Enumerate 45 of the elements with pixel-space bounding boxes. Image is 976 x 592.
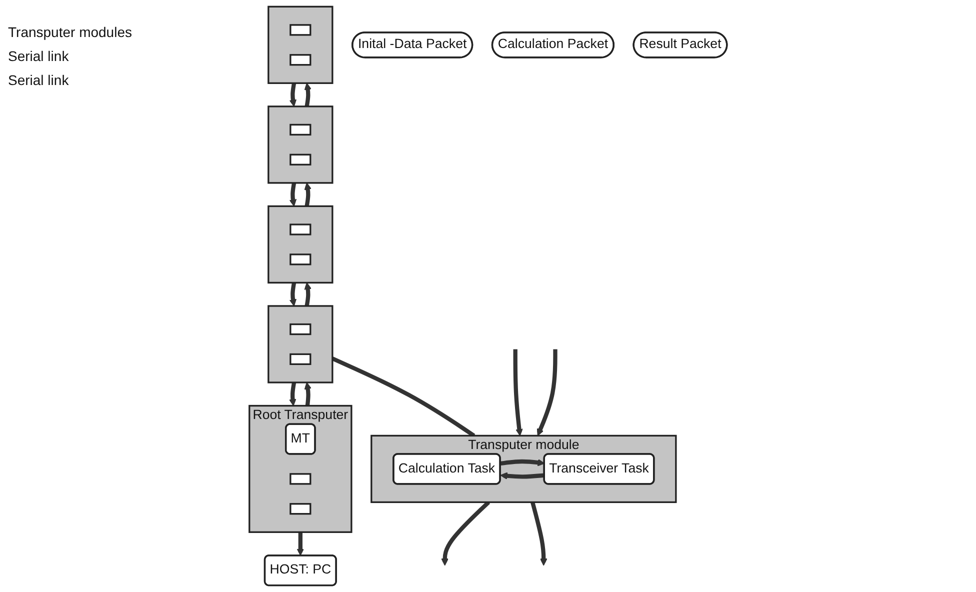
- node-label: Inital -Data Packet: [358, 37, 467, 52]
- arrow: [288, 382, 296, 406]
- module-box: [289, 353, 312, 366]
- node-label: HOST: PC: [270, 562, 331, 578]
- note-label: Serial link: [8, 48, 70, 64]
- arrow: [500, 458, 545, 466]
- arrow: [289, 82, 296, 107]
- note-label: Serial link: [8, 72, 70, 88]
- module-box: [289, 24, 312, 36]
- arrow: [289, 182, 296, 207]
- task-box: [264, 554, 337, 586]
- arrow: [536, 349, 558, 436]
- module-box: [289, 224, 312, 236]
- arrow: [289, 282, 296, 306]
- task-box: [284, 423, 316, 455]
- task-box: [543, 453, 655, 485]
- arrow: [296, 532, 304, 556]
- arrow: [500, 472, 545, 480]
- node-label: Transputer module: [468, 438, 580, 452]
- arrow: [304, 82, 312, 107]
- node-label: Transceiver Task: [548, 461, 649, 476]
- node-label: MT: [290, 432, 310, 446]
- arrow: [304, 382, 312, 406]
- arrow: [530, 502, 548, 566]
- node-label: Root Transputer: [252, 408, 348, 422]
- packet-ellipse: [351, 32, 473, 58]
- module-box: [289, 473, 312, 485]
- node-label: Calculation Task: [398, 461, 495, 476]
- arrow: [441, 500, 490, 566]
- module-box: [289, 154, 312, 166]
- arrow: [513, 349, 523, 436]
- arrow: [304, 182, 312, 207]
- module-box: [289, 323, 312, 336]
- task-box: [392, 453, 501, 485]
- node-label: Result Packet: [639, 37, 722, 52]
- packet-ellipse: [632, 32, 728, 58]
- connector-line: [331, 356, 476, 438]
- packet-ellipse: [491, 32, 614, 58]
- node-label: Calculation Packet: [498, 37, 608, 52]
- module-box: [289, 124, 312, 136]
- module-box: [289, 503, 312, 515]
- note-label: Transputer modules: [8, 24, 133, 40]
- module-box: [289, 254, 312, 266]
- module-box: [289, 54, 312, 66]
- arrow: [304, 282, 312, 306]
